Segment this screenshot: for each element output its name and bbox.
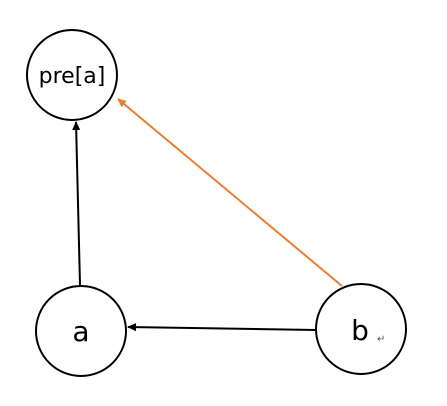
node-pre-a-circle [26,29,118,121]
node-b-circle [315,283,407,375]
node-pre-a-label: pre[a] [39,64,106,89]
edge-b-to-pre-a [117,98,343,287]
node-a: a [35,285,127,377]
paragraph-mark-icon: ↵ [377,334,385,345]
node-b: b ↵ [315,283,407,375]
node-b-label: b [351,314,369,347]
node-a-label: a [72,315,89,348]
edge-b-to-a [127,323,317,332]
node-pre-a: pre[a] [26,29,118,121]
edge-a-to-pre-a [72,121,81,286]
node-a-circle [35,285,127,377]
